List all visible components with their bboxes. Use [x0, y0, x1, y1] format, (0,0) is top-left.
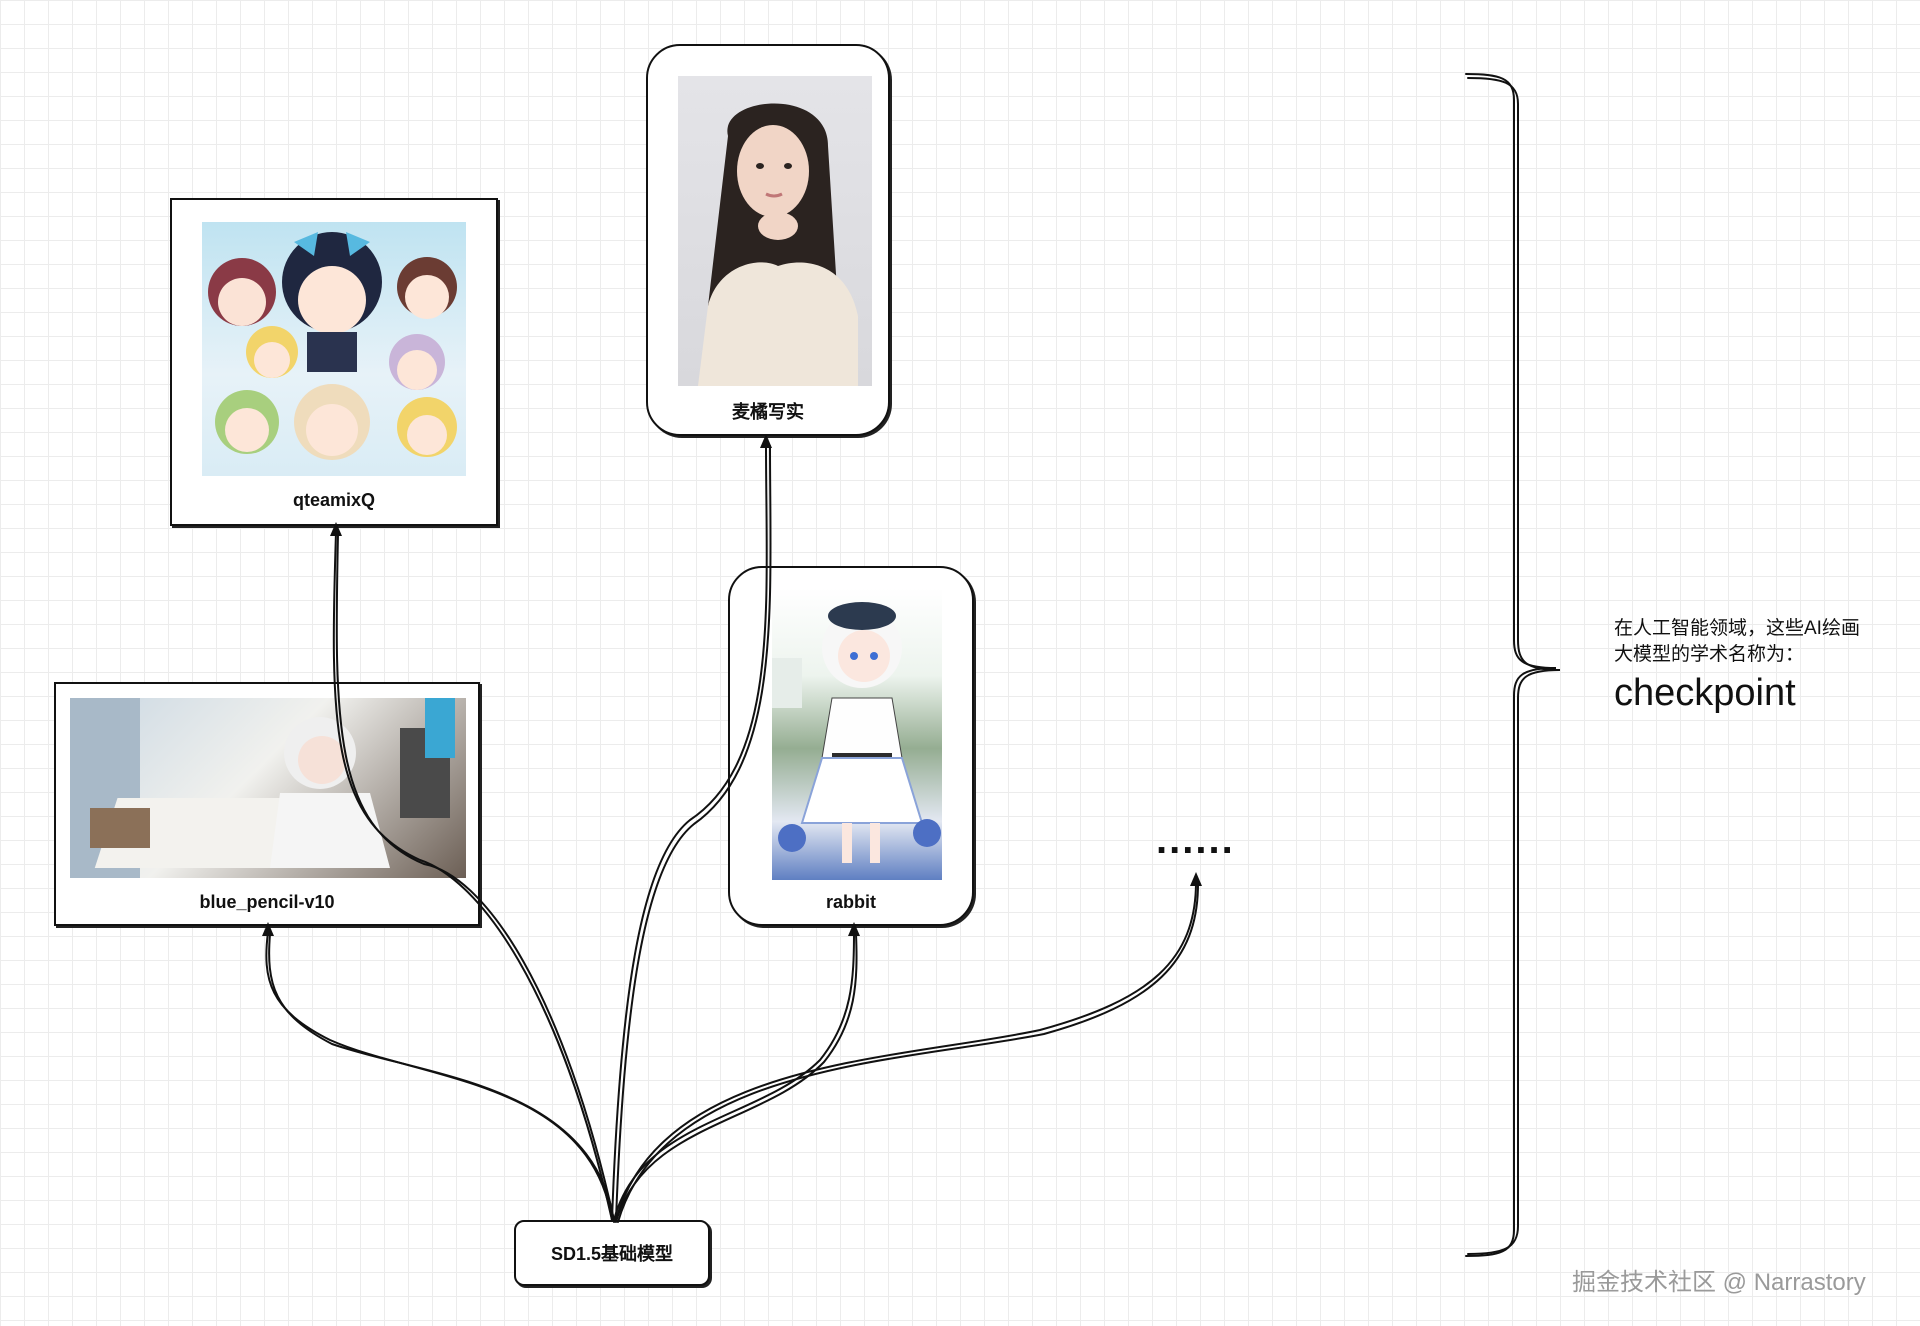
- maiju-label: 麦橘写实: [732, 402, 804, 422]
- qteamixq-label: qteamixQ: [292, 490, 376, 510]
- edge-to-blue-pencil: [265, 931, 613, 1221]
- blue-pencil-image: [70, 698, 466, 878]
- node-blue-pencil: blue_pencil-v10: [54, 682, 480, 926]
- edge-to-rabbit: [613, 931, 855, 1221]
- annotation-description: 在人工智能领域，这些AI绘画大模型的学术名称为：: [1614, 618, 1860, 665]
- rabbit-label: rabbit: [825, 892, 876, 912]
- arrowhead-maiju: [760, 434, 772, 448]
- blue-pencil-label: blue_pencil-v10: [199, 892, 335, 912]
- edge-to-ellipsis: [615, 881, 1197, 1221]
- watermark: 掘金技术社区 @ Narrastory: [1572, 1269, 1866, 1296]
- rabbit-image: [772, 588, 942, 880]
- maiju-image: [678, 76, 872, 386]
- arrowhead-ellipsis: [1190, 872, 1202, 886]
- annotation-term: checkpoint: [1614, 672, 1796, 714]
- node-sd15-base: SD1.5基础模型: [514, 1220, 710, 1286]
- qteamixq-image: [202, 222, 466, 476]
- node-qteamixq: qteamixQ: [170, 198, 498, 526]
- curly-brace: [1465, 73, 1561, 1257]
- node-maiju: 麦橘写实: [646, 44, 890, 436]
- more-models-ellipsis: ......: [1156, 818, 1235, 862]
- node-rabbit: rabbit: [728, 566, 974, 926]
